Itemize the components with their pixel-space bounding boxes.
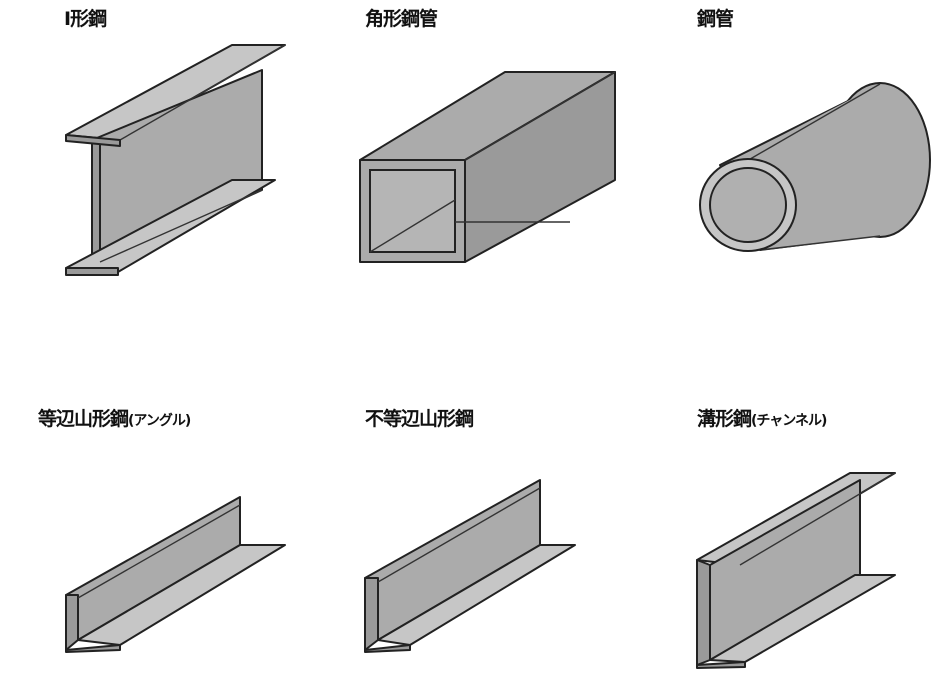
label-text: 溝形鋼 <box>697 408 752 430</box>
label-text: 等辺山形鋼 <box>38 408 129 430</box>
label-text: 鋼管 <box>697 8 734 30</box>
label-square-tube: 角形鋼管 <box>365 4 438 31</box>
equal-angle-illustration <box>65 496 286 653</box>
label-text: I形鋼 <box>64 8 107 30</box>
label-pipe: 鋼管 <box>697 4 734 31</box>
label-channel: 溝形鋼(チャンネル) <box>697 404 827 431</box>
label-equal-angle: 等辺山形鋼(アングル) <box>38 404 191 431</box>
label-text: 角形鋼管 <box>365 8 438 30</box>
pipe-illustration <box>699 82 931 252</box>
label-text: 不等辺山形鋼 <box>365 408 474 430</box>
unequal-angle-illustration <box>364 479 576 653</box>
square-tube-illustration <box>359 71 616 263</box>
label-suffix: (アングル) <box>128 413 191 429</box>
label-i-beam: I形鋼 <box>64 4 107 31</box>
label-suffix: (チャンネル) <box>751 413 827 429</box>
label-unequal-angle: 不等辺山形鋼 <box>365 404 474 431</box>
channel-illustration <box>696 472 896 669</box>
